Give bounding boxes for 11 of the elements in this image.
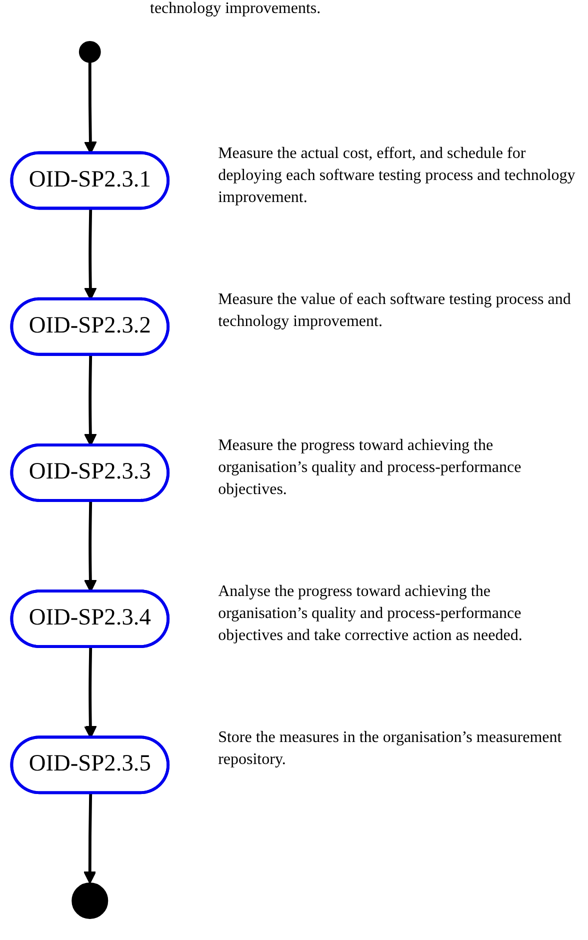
arrow bbox=[84, 647, 97, 738]
arrow bbox=[84, 501, 97, 592]
arrow bbox=[83, 793, 96, 884]
step-description: Measure the value of each software testing process and technology improvement. bbox=[218, 290, 572, 332]
node-circle bbox=[78, 40, 101, 63]
step-description: Measure the actual cost, effort, and schedule for deploying each software testing process and technology improvement. bbox=[218, 144, 576, 208]
note-text: technology improvements. bbox=[150, 0, 321, 18]
step-description: Measure the progress toward achieving the organisation’s quality and process-performance objectives. bbox=[218, 436, 522, 500]
step-description: Analyse the progress toward achieving the organisation’s quality and process-performance objectives and take corrective action as needed. bbox=[218, 582, 524, 646]
step-description: Store the measures in the organisation’s measurement repository. bbox=[218, 728, 563, 770]
node-circle bbox=[72, 882, 108, 920]
